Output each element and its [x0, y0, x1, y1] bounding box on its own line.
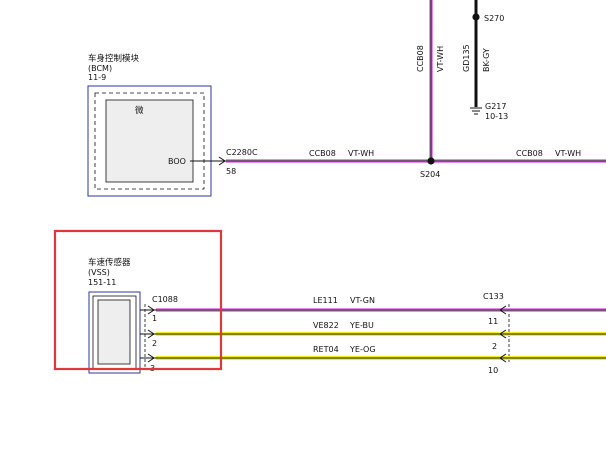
connector-c1088-pin-1: 1: [152, 314, 157, 323]
vss-body: [97, 299, 131, 365]
ground-g217-label: G217: [485, 102, 506, 111]
wire-le111-circuit: LE111: [313, 296, 338, 305]
connector-c133-pin-2: 2: [492, 342, 497, 351]
connector-c133-label: C133: [483, 292, 504, 301]
vss-outer-border: [88, 291, 141, 374]
connector-c2280c-pin: 58: [226, 167, 236, 176]
ground-icon: [470, 107, 482, 115]
wire-gd135-circuit: GD135: [462, 44, 471, 72]
wire-ccb08-right-color: VT-WH: [555, 149, 581, 158]
arrow-icon: [147, 329, 155, 339]
splice-s270-label: S270: [484, 14, 504, 23]
bcm-outer-border: [87, 85, 212, 197]
wire-ve822-color: YE-BU: [349, 321, 374, 330]
bcm-microprocessor-symbol: 微: [135, 105, 144, 116]
splice-s204-dot[interactable]: [427, 157, 435, 165]
bcm-dashed-border: [94, 92, 205, 190]
arrow-icon: [147, 305, 155, 315]
bcm-abbr: (BCM): [88, 64, 112, 73]
wire-ccb08-left-color: VT-WH: [348, 149, 374, 158]
wire-ccb08-left-circuit: CCB08: [309, 149, 336, 158]
bcm-body: [105, 99, 194, 183]
connector-c1088-pin-2: 2: [152, 339, 157, 348]
connector-c133-pin-10: 10: [488, 366, 498, 375]
connector-c2280c-label: C2280C: [226, 148, 258, 157]
vss-sensor[interactable]: 车速传感器 (VSS) 151-11: [88, 257, 141, 374]
vss-ref: 151-11: [88, 278, 116, 287]
vss-abbr: (VSS): [88, 268, 110, 277]
highlight-box-vss: [53, 229, 223, 371]
wire-ve822-circuit: VE822: [313, 321, 339, 330]
bcm-ref: 11-9: [88, 73, 106, 82]
wire-ve822[interactable]: [140, 329, 606, 339]
arrow-icon: [499, 329, 507, 339]
wire-ret04[interactable]: [140, 353, 606, 363]
wire-ccb08-vertical-color: VT-WH: [436, 46, 445, 72]
splice-s270-dot[interactable]: [472, 13, 480, 21]
connector-c133-pin-11: 11: [488, 317, 498, 326]
wire-le111[interactable]: [140, 305, 606, 315]
arrow-icon: [499, 305, 507, 315]
wire-ccb08-right-circuit: CCB08: [516, 149, 543, 158]
connector-c1088-label: C1088: [152, 295, 178, 304]
ground-g217-ref: 10-13: [485, 112, 508, 121]
wire-ret04-circuit: RET04: [313, 345, 339, 354]
bcm-name: 车身控制模块: [88, 53, 140, 64]
bcm-output-arrow: [190, 156, 226, 166]
wire-ret04-color: YE-OG: [349, 345, 376, 354]
arrow-icon: [499, 353, 507, 363]
bcm-pin-label: BOO: [168, 157, 186, 166]
wire-gd135-color: BK-GY: [482, 48, 491, 72]
bcm-module[interactable]: 车身控制模块 (BCM) 11-9 微 BOO: [87, 53, 212, 197]
wire-ccb08-vertical-circuit: CCB08: [416, 45, 425, 72]
splice-s204-label: S204: [420, 170, 440, 179]
arrow-icon: [147, 353, 155, 363]
vss-name: 车速传感器: [88, 257, 131, 268]
wire-le111-color: VT-GN: [350, 296, 375, 305]
